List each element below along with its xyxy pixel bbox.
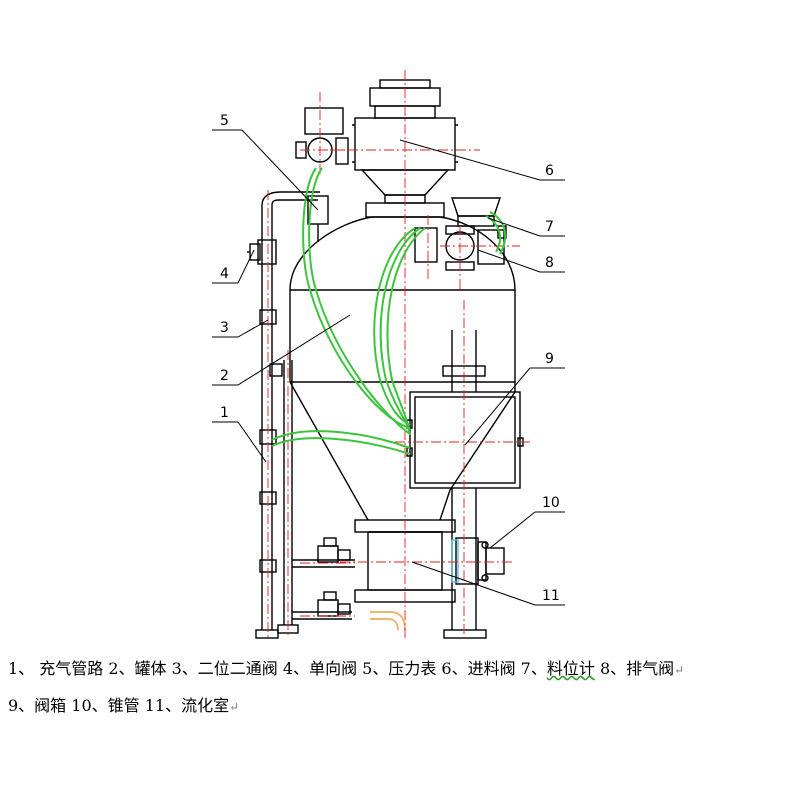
caption-text-level-meter: 料位计 — [546, 659, 595, 678]
label-2: 2 — [220, 368, 229, 384]
valve-box — [406, 391, 524, 489]
center-pipe — [442, 330, 487, 639]
label-3: 3 — [220, 320, 229, 336]
caption-text-line2: 9、阀箱 10、锥管 11、流化室 — [8, 696, 230, 715]
charging-pipeline — [255, 191, 320, 639]
caption-line-1: 1、 充气管路 2、罐体 3、二位二通阀 4、单向阀 5、压力表 6、进料阀 7… — [8, 655, 684, 679]
leader-lines — [212, 129, 565, 606]
label-7: 7 — [545, 219, 554, 235]
caption-text-c: 8、排气阀 — [594, 659, 675, 678]
tank-body — [289, 216, 516, 521]
centerlines — [267, 70, 530, 640]
green-hoses — [271, 167, 507, 455]
check-valve — [247, 243, 261, 261]
caption-line-2: 9、阀箱 10、锥管 11、流化室↵ — [8, 692, 239, 716]
pneumatic-conveying-pump-diagram: 5 6 7 8 4 3 2 9 1 10 11 — [212, 70, 565, 640]
label-5: 5 — [220, 113, 229, 129]
label-4: 4 — [220, 266, 229, 282]
outlet-elbow — [370, 611, 406, 631]
caption-text-a: 1、 充气管路 2、罐体 3、二位二通阀 4、单向阀 5、压力表 6、进料阀 7… — [8, 659, 547, 678]
exhaust-valve — [414, 225, 507, 271]
return-mark-2: ↵ — [229, 700, 240, 714]
label-11: 11 — [542, 588, 560, 604]
two-position-valve-upper — [317, 537, 351, 563]
label-10: 10 — [542, 495, 560, 511]
cone-pipe — [451, 537, 505, 585]
label-8: 8 — [545, 255, 554, 271]
return-mark: ↵ — [674, 663, 685, 677]
label-9: 9 — [545, 351, 554, 367]
label-6: 6 — [545, 163, 554, 179]
chamber-feed-lines — [292, 559, 355, 620]
label-1: 1 — [220, 405, 229, 421]
